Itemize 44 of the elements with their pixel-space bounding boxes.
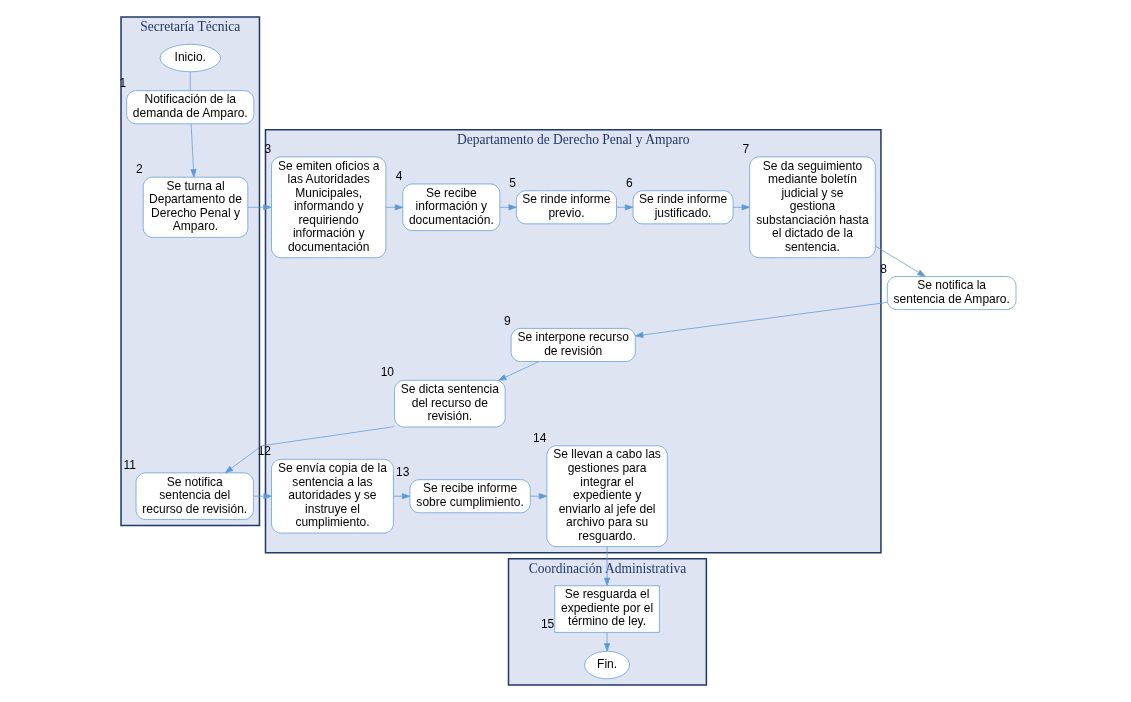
node-ellipse: Inicio. xyxy=(159,43,221,73)
connector xyxy=(189,71,191,91)
arrow xyxy=(874,245,926,277)
arrow xyxy=(190,123,197,178)
node-box: Se envía copia de la sentencia a las autoridades y se instruye el cumplimiento. xyxy=(271,458,394,534)
node-box: Se rinde informe previo. xyxy=(516,190,617,225)
node-label: 2 xyxy=(136,162,143,177)
node-box: Se interpone recurso de revisión xyxy=(510,328,636,362)
node-box: Se rinde informe justificado. xyxy=(632,190,734,225)
arrow xyxy=(635,302,888,338)
node-label: 9 xyxy=(504,313,511,328)
arrow xyxy=(604,546,611,586)
node-label: 10 xyxy=(380,365,395,380)
node-label: 7 xyxy=(742,141,750,156)
node-label: 11 xyxy=(123,457,136,472)
arrow xyxy=(732,204,750,211)
node-label: 6 xyxy=(625,175,633,190)
node-box: Se recibe información y documentación. xyxy=(402,183,501,231)
arrow xyxy=(498,361,540,381)
arrow xyxy=(393,493,411,500)
node-label: 14 xyxy=(533,430,547,445)
arrow xyxy=(530,493,548,500)
arrow xyxy=(499,204,517,211)
arrow xyxy=(253,493,272,500)
node-box: Se notifica la sentencia de Amparo. xyxy=(886,276,1017,310)
arrow xyxy=(224,425,395,474)
arrow xyxy=(385,204,404,211)
node-box: Se resguarda el expediente por el término de ley. xyxy=(554,585,660,633)
node-box: Se turna al Departamento de Derecho Penal y Amparo. xyxy=(142,176,249,238)
node-box: Notificación de la demanda de Amparo. xyxy=(126,90,255,125)
arrow xyxy=(247,204,272,211)
node-label: 4 xyxy=(395,169,403,184)
node-label: 5 xyxy=(509,175,516,190)
node-label: 15 xyxy=(540,617,555,632)
node-box: Se recibe informe sobre cumplimiento. xyxy=(409,479,531,514)
arrow xyxy=(604,632,611,652)
arrow xyxy=(616,204,634,211)
node-ellipse: Fin. xyxy=(584,650,630,680)
node-box: Se llevan a cabo las gestiones para integrar el expediente y enviarlo al jefe del archivo para su resguardo. xyxy=(546,445,668,547)
node-box: Se da seguimiento mediante boletín judicial y se gestiona substanciación hasta el dictado de la sentencia. xyxy=(749,156,876,259)
node-label: 13 xyxy=(396,464,410,479)
node-box: Se dicta sentencia del recurso de revisión. xyxy=(394,379,506,428)
node-box: Se emiten oficios a las Autoridades Municipales, informando y requiriendo información y documentación xyxy=(271,156,387,259)
node-box: Se notifica sentencia del recurso de revisión. xyxy=(135,472,254,520)
